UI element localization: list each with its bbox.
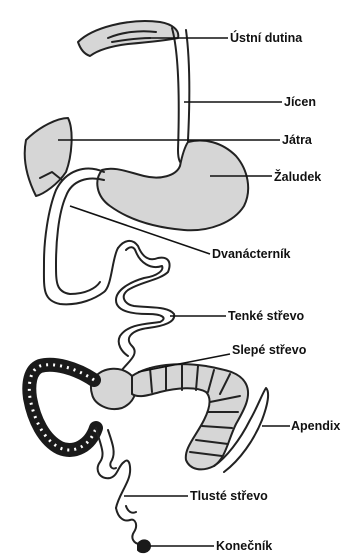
label-rectum: Konečník	[216, 539, 272, 553]
stomach-shape	[97, 141, 248, 231]
label-duodenum: Dvanácterník	[212, 247, 291, 261]
label-cecum: Slepé střevo	[232, 343, 307, 357]
label-stomach: Žaludek	[274, 169, 321, 184]
liver-shape	[25, 118, 72, 196]
label-appendix: Apendix	[291, 419, 340, 433]
small-intestine-shape	[116, 241, 174, 370]
ascending-colon-shape	[29, 365, 96, 450]
label-colon: Tlusté střevo	[190, 489, 268, 503]
rectum-shape	[116, 506, 150, 552]
colon-segments	[132, 364, 248, 469]
label-esophagus: Jícen	[284, 95, 316, 109]
label-liver: Játra	[282, 133, 313, 147]
label-mouth: Ústní dutina	[230, 30, 303, 45]
label-small-intestine: Tenké střevo	[228, 309, 305, 323]
